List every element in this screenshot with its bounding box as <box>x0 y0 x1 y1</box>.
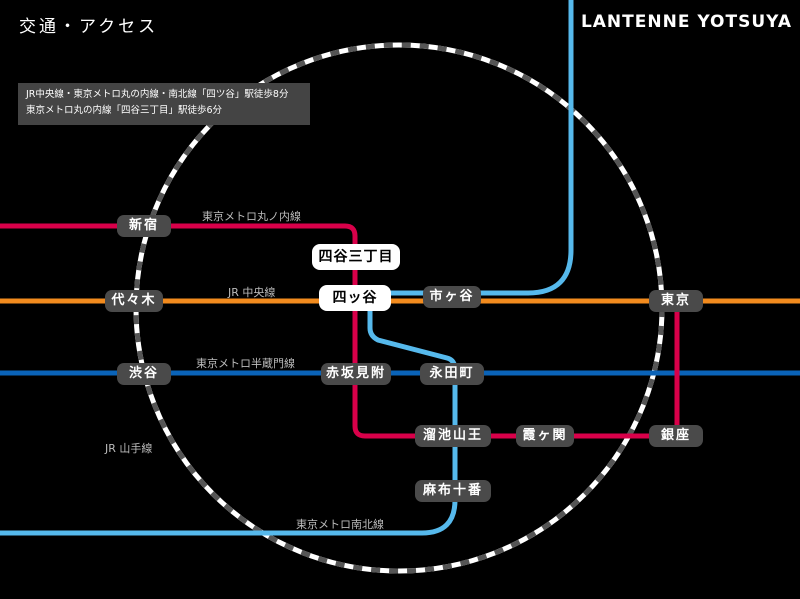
station-ichigaya[interactable]: 市ヶ谷 <box>423 286 481 308</box>
line-label-marunouchi: 東京メトロ丸ノ内線 <box>202 210 301 223</box>
station-nagatacho[interactable]: 永田町 <box>420 363 484 385</box>
station-azabu-juban[interactable]: 麻布十番 <box>415 480 491 502</box>
access-info-line: JR中央線・東京メトロ丸の内線・南北線「四ツ谷」駅徒歩8分 <box>26 89 289 100</box>
station-ginza[interactable]: 銀座 <box>649 425 703 447</box>
station-kasumigaseki[interactable]: 霞ヶ関 <box>516 425 574 447</box>
brand-name: LANTENNE YOTSUYA <box>580 12 792 32</box>
station-yoyogi[interactable]: 代々木 <box>105 290 163 312</box>
station-shinjuku[interactable]: 新宿 <box>117 215 171 237</box>
station-tameike-sanno[interactable]: 溜池山王 <box>415 425 491 447</box>
station-tokyo[interactable]: 東京 <box>649 290 703 312</box>
namboku-line <box>0 0 574 536</box>
station-shibuya[interactable]: 渋谷 <box>117 363 171 385</box>
station-yotsuya-sanchome[interactable]: 四谷三丁目 <box>312 244 400 270</box>
station-yotsuya[interactable]: 四ッ谷 <box>319 285 391 311</box>
line-label-hanzomon: 東京メトロ半蔵門線 <box>196 357 295 370</box>
line-label-namboku: 東京メトロ南北線 <box>296 518 384 531</box>
page-title: 交通・アクセス <box>19 17 159 37</box>
line-label-chuo: JR 中央線 <box>228 286 276 299</box>
station-akasaka-mitsuke[interactable]: 赤坂見附 <box>321 363 391 385</box>
access-info-line: 東京メトロ丸の内線「四谷三丁目」駅徒歩6分 <box>26 105 223 116</box>
marunouchi-line <box>0 223 680 439</box>
line-label-yamanote: JR 山手線 <box>105 442 153 455</box>
access-info-box: JR中央線・東京メトロ丸の内線・南北線「四ツ谷」駅徒歩8分 東京メトロ丸の内線「… <box>18 83 310 125</box>
